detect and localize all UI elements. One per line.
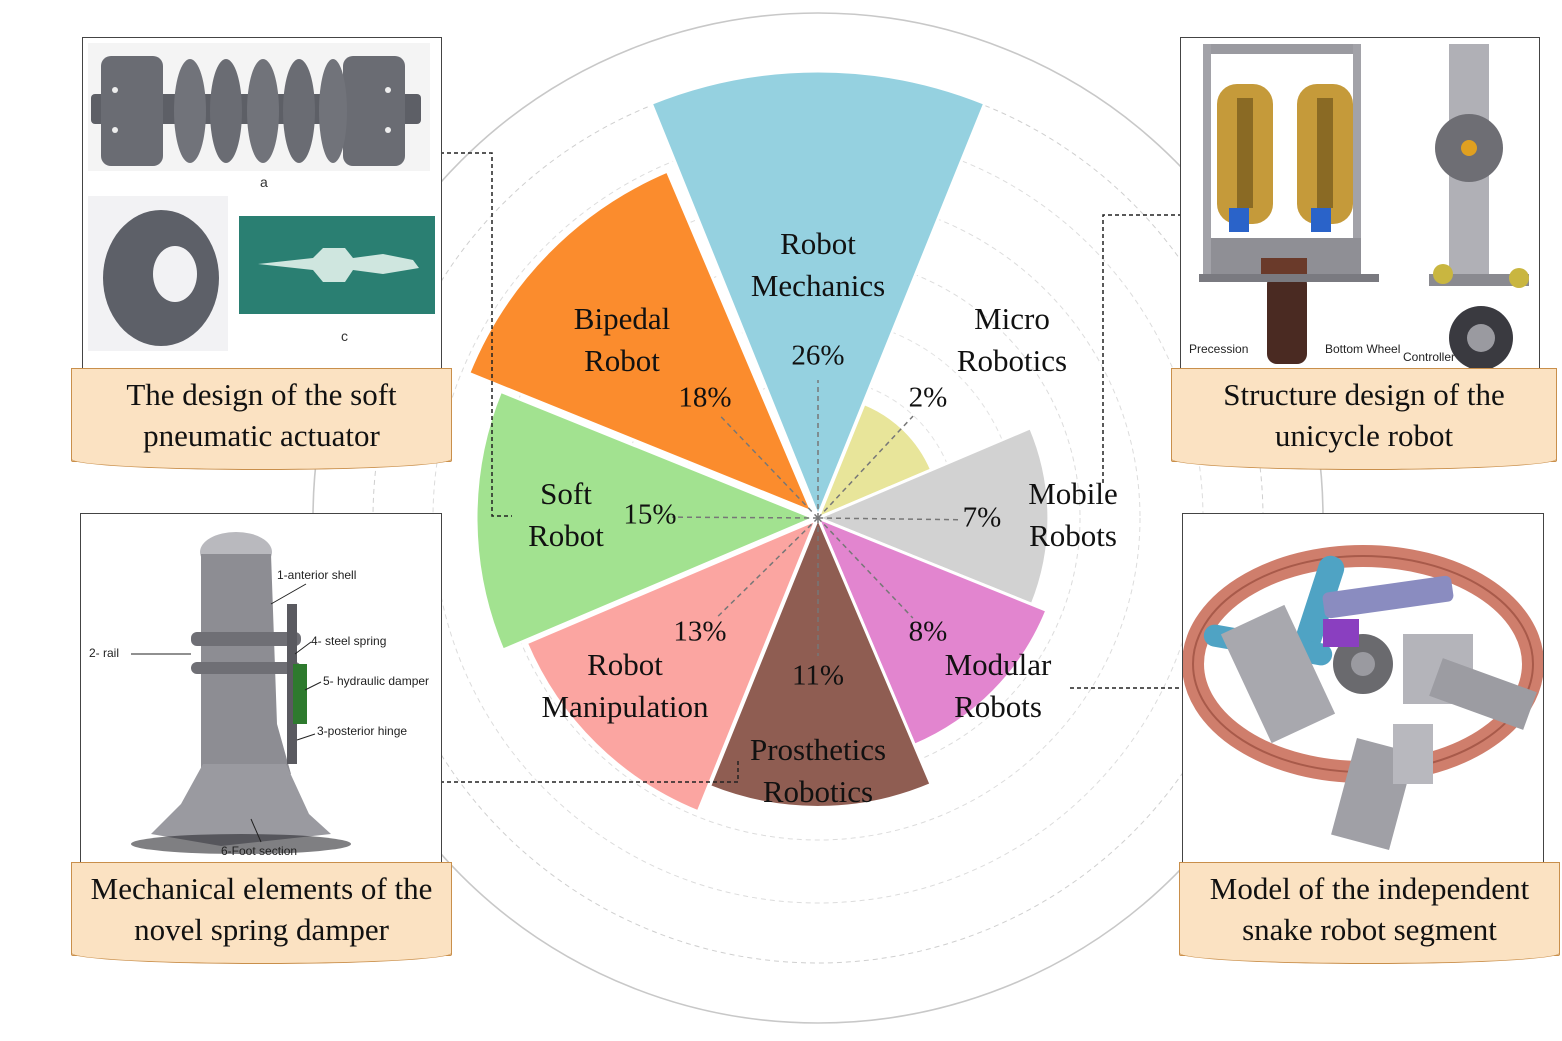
category-label: Prosthetics	[750, 732, 886, 767]
panel-connectors	[440, 152, 1182, 783]
spring-damper-callout-foot-section: 6-Foot section	[221, 844, 298, 858]
value-label: 13%	[673, 616, 726, 648]
category-label: Robots	[1029, 518, 1117, 553]
soft-actuator-image: a c	[82, 37, 442, 374]
wedge-soft-robot	[474, 389, 818, 653]
chart-labels: 26%RobotMechanics2%MicroRobotics7%Mobile…	[528, 226, 1118, 809]
wedge-modular-robots	[815, 515, 1049, 748]
unicycle-illustration	[1199, 44, 1529, 370]
leader-line	[817, 517, 914, 619]
connector-spring-damper	[440, 758, 739, 783]
spring-damper-image: 1-anterior shell 2- rail 4- steel spring…	[80, 513, 442, 865]
category-label: Robotics	[763, 774, 873, 809]
spring-damper-callout-hydraulic-damper: 5- hydraulic damper	[323, 674, 430, 688]
category-label: Robot	[528, 518, 604, 553]
category-label: Robotics	[957, 343, 1067, 378]
wedge-mobile-robots	[814, 425, 1051, 607]
value-label: 26%	[791, 340, 844, 372]
wedge-bipedal-robot	[466, 169, 815, 515]
spring-damper-illustration	[131, 532, 351, 854]
category-label: Bipedal	[574, 301, 670, 336]
spring-damper-caption: Mechanical elements of the novel spring …	[71, 862, 452, 964]
category-label: Manipulation	[541, 689, 709, 724]
leader-line	[719, 415, 819, 519]
category-label: Mobile	[1028, 476, 1118, 511]
unicycle-callout-controller: Controller	[1403, 350, 1456, 364]
spring-damper-callout-anterior-shell: 1-anterior shell	[277, 568, 357, 582]
leader-line	[671, 516, 819, 519]
category-label: Mechanics	[751, 268, 885, 303]
spring-damper-callout-steel-spring: 4- steel spring	[311, 634, 387, 648]
chart-leader-lines	[671, 380, 961, 656]
leader-line	[715, 517, 819, 620]
chart-wedges	[466, 69, 1051, 814]
snake-robot-image	[1182, 513, 1544, 865]
unicycle-image: Precession Bottom Wheel Controller	[1180, 37, 1540, 374]
spring-damper-callout-posterior-hinge: 3-posterior hinge	[317, 724, 408, 738]
category-label: Robot	[780, 226, 856, 261]
unicycle-caption: Structure design of the unicycle robot	[1171, 368, 1557, 470]
value-label: 11%	[792, 660, 844, 692]
value-label: 2%	[909, 382, 948, 414]
soft-actuator-illustration	[88, 43, 435, 351]
category-label: Robot	[584, 343, 660, 378]
category-label: Modular	[945, 647, 1052, 682]
value-label: 8%	[909, 616, 948, 648]
snake-robot-illustration	[1183, 545, 1543, 851]
connector-soft-actuator	[440, 152, 512, 517]
soft-actuator-caption: The design of the soft pneumatic actuato…	[71, 368, 452, 470]
value-label: 18%	[678, 382, 731, 414]
wedge-robot-mechanics	[649, 69, 987, 521]
value-label: 7%	[963, 502, 1002, 534]
soft-actuator-sublabel-c: c	[341, 328, 348, 344]
unicycle-callout-bottom-wheel: Bottom Wheel	[1325, 342, 1401, 356]
category-label: Soft	[540, 476, 592, 511]
wedge-robot-manipulation	[524, 517, 819, 814]
category-label: Robots	[954, 689, 1042, 724]
category-label: Robot	[587, 647, 663, 682]
connector-unicycle	[1102, 214, 1182, 484]
wedge-prosthetics-robotics	[707, 514, 934, 809]
spring-damper-callout-rail: 2- rail	[89, 646, 120, 660]
category-label: Micro	[974, 301, 1050, 336]
snake-robot-caption: Model of the independent snake robot seg…	[1179, 862, 1560, 964]
unicycle-callout-precession: Precession	[1189, 342, 1249, 356]
wedge-micro-robotics	[815, 401, 934, 521]
leader-line	[817, 517, 961, 521]
soft-actuator-sublabel-a: a	[260, 174, 268, 190]
value-label: 15%	[623, 499, 676, 531]
